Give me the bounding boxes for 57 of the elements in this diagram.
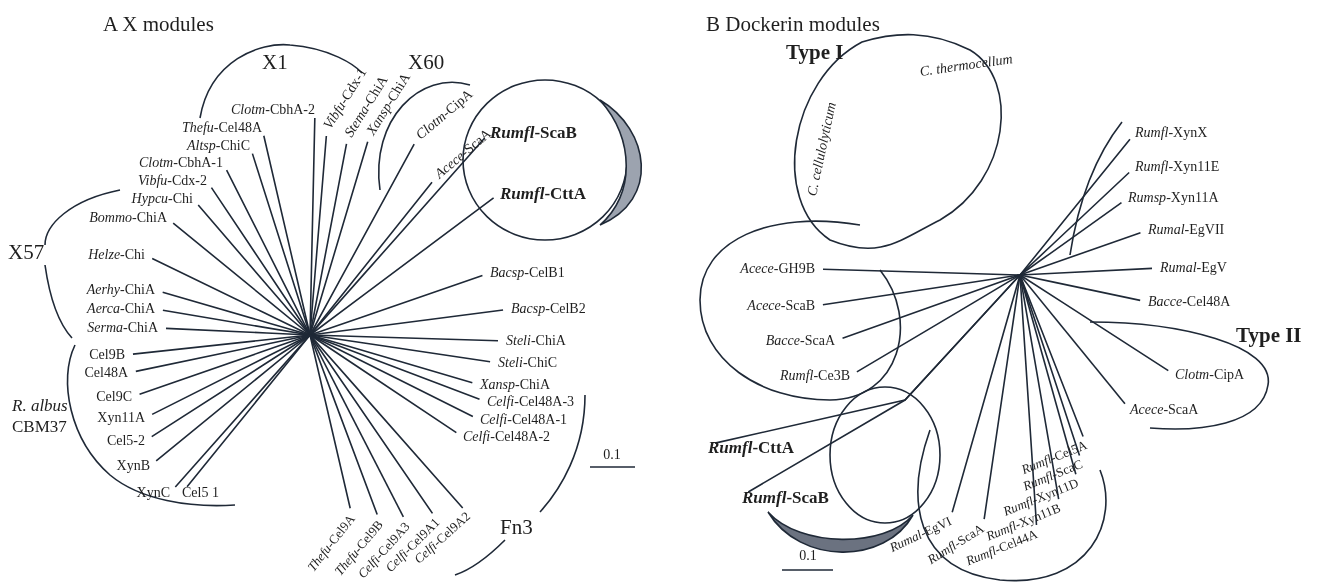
leaf-label: Bommo-ChiA <box>89 211 167 225</box>
leaf-label: Aerca-ChiA <box>87 302 155 316</box>
leaf-label: Rumfl-Ce3B <box>780 369 850 383</box>
leaf-label: Steli-ChiA <box>506 334 566 348</box>
leaf-label: Rumfl-XynX <box>1135 126 1208 140</box>
leaf-label: Xansp-ChiA <box>480 378 550 392</box>
leaf-label: Cel5-2 <box>106 434 145 448</box>
leaf-label: Bacsp-CelB1 <box>490 266 565 280</box>
leaf-label: C. cellulolyticum <box>805 101 839 198</box>
clade-label: X1 <box>262 51 288 73</box>
leaf-label: Celfi-Cel48A-3 <box>487 395 575 409</box>
clade-label: CBM37 <box>12 417 67 435</box>
leaf-label: Altsp-ChiC <box>187 139 250 153</box>
clade-label: Type II <box>1236 324 1302 346</box>
leaf-label: Steli-ChiC <box>498 356 558 370</box>
leaf-label: Clotm-CbhA-1 <box>139 156 223 170</box>
leaf-label: Serma-ChiA <box>87 321 158 335</box>
leaf-label: Rumfl-CttA <box>708 438 794 456</box>
leaf-label: Helze-Chi <box>88 248 145 262</box>
leaf-label: Vibfu-Cdx-2 <box>138 174 207 188</box>
leaf-label: XynB <box>116 459 150 473</box>
panel-title: B Dockerin modules <box>706 13 880 35</box>
clade-label: Type I <box>786 41 844 63</box>
leaf-label: Rumfl-ScaB <box>490 123 577 141</box>
leaf-label: Cel5 1 <box>182 486 219 500</box>
leaf-label: C. thermocellum <box>919 52 1014 79</box>
leaf-label: Bacsp-CelB2 <box>511 302 586 316</box>
leaf-label: Cel48A <box>84 366 128 380</box>
leaf-label: Rumfl-Xyn11E <box>1135 160 1220 174</box>
panel-title: A X modules <box>103 13 214 35</box>
leaf-label: Aerhy-ChiA <box>86 283 155 297</box>
leaf-label: XynC <box>136 486 170 500</box>
clade-label: Fn3 <box>500 516 533 538</box>
leaf-label: Xyn11A <box>97 411 145 425</box>
leaf-label: Rumsp-Xyn11A <box>1128 191 1219 205</box>
scale-label: 0.1 <box>603 448 621 462</box>
clade-label: X57 <box>8 241 45 263</box>
leaf-label: Hypcu-Chi <box>131 192 193 206</box>
leaf-label: Acece-ScaA <box>1130 403 1199 417</box>
leaf-label: Acece-GH9B <box>740 262 815 276</box>
leaf-label: Cel9B <box>89 348 125 362</box>
leaf-label: Rumal-EgV <box>1160 261 1227 275</box>
leaf-label: Rumfl-CttA <box>500 184 586 202</box>
leaf-label: Bacce-Cel48A <box>1148 295 1231 309</box>
clade-label: R. albus <box>12 396 68 414</box>
leaf-label: Bacce-ScaA <box>765 334 835 348</box>
leaf-label: Clotm-CbhA-2 <box>231 103 315 117</box>
clade-label: X60 <box>408 51 445 73</box>
leaf-label: Rumfl-ScaB <box>742 488 829 506</box>
leaf-label: Celfi-Cel48A-2 <box>463 430 551 444</box>
leaf-label: Acece-ScaB <box>747 299 815 313</box>
leaf-label: Celfi-Cel48A-1 <box>480 413 568 427</box>
leaf-label: Clotm-CipA <box>1175 368 1245 382</box>
scale-label: 0.1 <box>799 549 817 563</box>
leaf-label: Thefu-Cel48A <box>181 121 262 135</box>
leaf-label: Cel9C <box>96 390 132 404</box>
leaf-label: Rumal-EgVII <box>1148 223 1225 237</box>
